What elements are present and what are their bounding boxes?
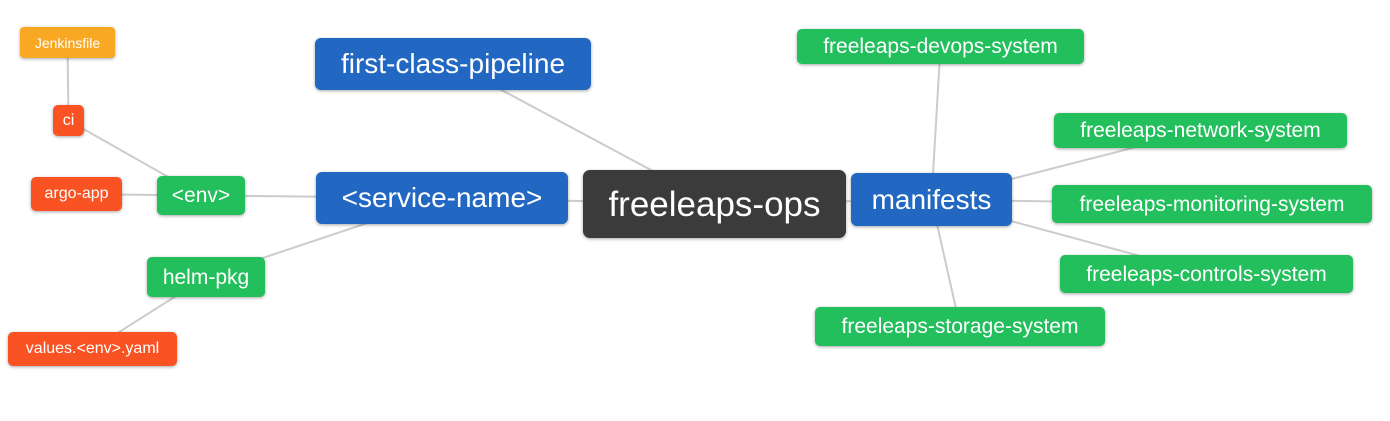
node-service-name[interactable]: <service-name> (316, 172, 568, 224)
node-freeleaps-monitoring-system[interactable]: freeleaps-monitoring-system (1052, 185, 1372, 223)
node-argo-app[interactable]: argo-app (31, 177, 122, 211)
node-manifests[interactable]: manifests (851, 173, 1012, 226)
node-first-class-pipeline[interactable]: first-class-pipeline (315, 38, 591, 90)
node-values-env-yaml[interactable]: values.<env>.yaml (8, 332, 177, 366)
node-freeleaps-ops[interactable]: freeleaps-ops (583, 170, 846, 238)
node-freeleaps-controls-system[interactable]: freeleaps-controls-system (1060, 255, 1353, 293)
node-ci[interactable]: ci (53, 105, 84, 136)
node-freeleaps-storage-system[interactable]: freeleaps-storage-system (815, 307, 1105, 346)
node-freeleaps-network-system[interactable]: freeleaps-network-system (1054, 113, 1347, 148)
node-jenkinsfile[interactable]: Jenkinsfile (20, 27, 115, 58)
node-env[interactable]: <env> (157, 176, 245, 215)
node-freeleaps-devops-system[interactable]: freeleaps-devops-system (797, 29, 1084, 64)
node-helm-pkg[interactable]: helm-pkg (147, 257, 265, 297)
